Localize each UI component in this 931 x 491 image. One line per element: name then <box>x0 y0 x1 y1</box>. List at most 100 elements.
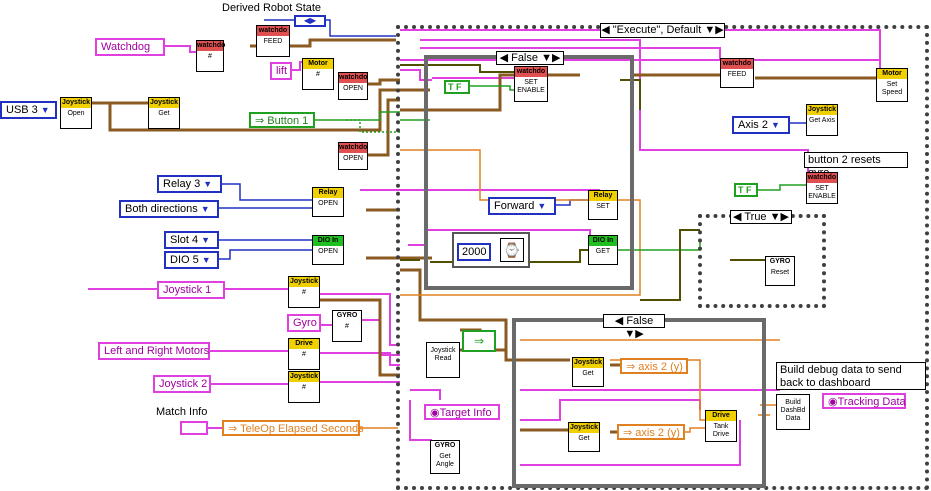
watchdog-open-1-header: watchdo <box>339 73 368 83</box>
prev-case-arrow-icon: ◀ <box>733 211 742 223</box>
axis-2-enum[interactable]: Axis 2▼ <box>732 116 790 134</box>
watchdog-feed-body: FEED <box>263 38 283 45</box>
joystick-ref-2-subvi[interactable]: Joystick# <box>288 371 320 403</box>
drive-ref-icon: # <box>302 351 306 358</box>
wait-timer-icon[interactable]: ⌚ <box>500 238 524 262</box>
direction-enum[interactable]: Both directions▼ <box>119 200 219 218</box>
target-info-label: Target Info <box>439 407 492 419</box>
dropdown-arrow-icon: ▼ <box>770 120 780 130</box>
top-false-label: False <box>511 52 538 64</box>
button-1-label: Button 1 <box>267 115 309 127</box>
joystick-open-body: Open <box>67 110 85 117</box>
arrow-icon: ⇒ <box>255 115 268 127</box>
next-case-arrow-icon: ▶ <box>780 211 789 223</box>
dropdown-arrow-icon: ▼ <box>40 105 50 115</box>
watchdog-ref-subvi[interactable]: watchdo# <box>196 40 226 72</box>
watchdog-feed-2-body: FEED <box>727 71 747 78</box>
drive-ref-subvi[interactable]: Drive # <box>288 338 320 370</box>
axis-2-y-indicator-2: ⇒ axis 2 (y) <box>617 424 685 440</box>
globe-icon: ◉ <box>430 407 440 419</box>
usb-port-label: USB 3 <box>6 104 38 116</box>
bool-arrow-constant[interactable]: ⇒ <box>462 330 496 352</box>
dio-get-body: GET <box>595 248 611 255</box>
joystick-get-a-body: Get <box>582 370 594 377</box>
top-false-case-selector[interactable]: ◀ False ▼▶ <box>496 51 564 65</box>
tracking-data-label: Tracking Data <box>837 396 906 408</box>
dio-open-body: OPEN <box>318 248 338 255</box>
teleop-label: TeleOp Elapsed Seconds <box>240 423 364 435</box>
true-case-label: True <box>744 211 767 223</box>
delay-constant[interactable]: 2000 <box>457 243 491 261</box>
next-case-arrow-icon: ▶ <box>635 328 644 340</box>
relay-label: Relay 3 <box>163 178 201 190</box>
bool-constant-top[interactable]: T F <box>444 80 470 94</box>
joystick-read-subvi[interactable]: Joystick Read <box>426 342 460 378</box>
prev-case-arrow-icon: ◀ <box>601 24 610 36</box>
derived-robot-state-label: Derived Robot State <box>222 2 322 14</box>
axis-2-y-label-1: axis 2 (y) <box>638 361 683 373</box>
dropdown-arrow-icon: ▼ <box>541 52 552 64</box>
motor-ref-icon: # <box>316 71 320 78</box>
joystick-ref-subvi[interactable]: Joystick# <box>288 276 320 308</box>
prev-case-arrow-icon: ◀ <box>614 315 624 327</box>
usb-port-enum[interactable]: USB 3▼ <box>0 101 57 119</box>
dio-enum[interactable]: DIO 5▼ <box>164 251 219 269</box>
slot-label: Slot 4 <box>170 234 199 246</box>
joystick-2-constant[interactable]: Joystick 2 <box>153 375 211 393</box>
dropdown-arrow-icon: ▼ <box>624 328 636 340</box>
relay-set-header: Relay <box>589 191 617 201</box>
axis-2-y-label-2: axis 2 (y) <box>635 427 680 439</box>
dropdown-arrow-icon: ▼ <box>201 235 211 245</box>
watchdog-string-constant[interactable]: Watchdog <box>95 38 165 56</box>
joystick-1-constant[interactable]: Joystick 1 <box>157 281 225 299</box>
true-case-selector[interactable]: ◀ True ▼▶ <box>730 210 792 224</box>
derived-robot-state-control[interactable]: ◀▶ <box>294 15 326 27</box>
bottom-false-case-selector[interactable]: ◀ False ▼▶ <box>603 314 665 340</box>
joystick-read-body: Joystick Read <box>430 347 456 362</box>
watchdog-set-enable-header: watchdo <box>515 67 547 77</box>
motor-ref-subvi[interactable]: Motor # <box>302 58 334 90</box>
bool-constant-right[interactable]: T F <box>734 183 758 197</box>
target-info-indicator: ◉Target Info <box>424 404 500 420</box>
match-info-cluster-icon[interactable] <box>180 421 208 435</box>
gyro-ref-subvi[interactable]: GYRO# <box>332 310 362 342</box>
dio-open-subvi[interactable]: DIO In OPEN <box>312 235 344 265</box>
watchdog-feed-header: watchdo <box>257 26 289 36</box>
left-right-motors-constant[interactable]: Left and Right Motors <box>98 342 210 360</box>
relay-enum[interactable]: Relay 3▼ <box>157 175 222 193</box>
tank-drive-header: Drive <box>706 411 736 421</box>
forward-enum[interactable]: Forward▼ <box>488 197 556 215</box>
slot-enum[interactable]: Slot 4▼ <box>164 231 219 249</box>
motor-ref-header: Motor <box>303 59 333 69</box>
watchdog-ref-header: watchdo <box>197 41 226 51</box>
drive-ref-header: Drive <box>289 339 319 349</box>
watchdog-set-enable-2-body: SET ENABLE <box>808 185 836 200</box>
build-dashbd-data-subvi[interactable]: Build DashBd Data <box>776 394 810 430</box>
dropdown-arrow-icon: ▼ <box>769 211 781 223</box>
gyro-constant[interactable]: Gyro <box>287 314 321 332</box>
execute-case-selector[interactable]: ◀ "Execute", Default ▼▶ <box>600 23 725 38</box>
joystick-get-a-header: Joystick <box>573 358 603 368</box>
direction-label: Both directions <box>125 203 198 215</box>
lift-string-constant[interactable]: lift <box>270 62 292 80</box>
gyro-ref-header: GYRO <box>333 311 361 321</box>
dio-open-header: DIO In <box>313 236 343 246</box>
